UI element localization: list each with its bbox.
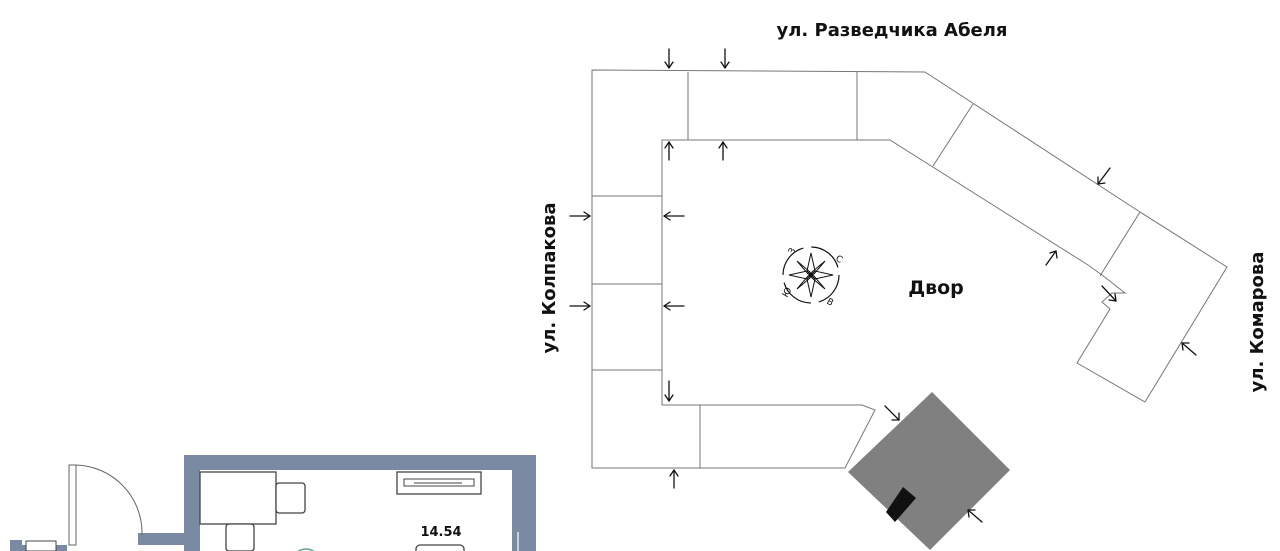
entrance-arrows (569, 48, 1197, 523)
cabinet-icon (25, 540, 57, 551)
apartment-wall-segment (10, 540, 22, 551)
apartment-plan: 14.54 (10, 455, 536, 551)
compass-south: Ю (781, 286, 795, 300)
apartment-walls (184, 455, 536, 551)
entrance-arrow (664, 48, 674, 69)
compass-east: В (825, 297, 835, 309)
tv-cabinet-icon (396, 471, 482, 495)
entrance-arrow (569, 301, 591, 311)
compass: С В Ю З (781, 246, 844, 308)
entrance-arrow (1181, 342, 1197, 356)
compass-north: С (834, 254, 844, 266)
entrance-arrow (1101, 285, 1117, 302)
section-divider (932, 103, 974, 167)
entrance-arrow (669, 469, 679, 489)
section-divider (1099, 211, 1141, 277)
entrance-door (68, 464, 143, 546)
compass-rose-icon (788, 252, 834, 298)
compass-west: З (787, 246, 799, 256)
street-label-left: ул. Колпакова (539, 203, 560, 354)
desk-icon (199, 471, 306, 551)
entrance-arrow (718, 141, 728, 161)
bed-icon (415, 544, 465, 551)
entrance-arrow (720, 48, 730, 69)
entrance-arrow (664, 141, 674, 161)
highlighted-building-marker (886, 487, 916, 522)
street-label-right: ул. Комарова (1247, 252, 1268, 393)
street-label-top: ул. Разведчика Абеля (776, 20, 1007, 41)
compass-ring (782, 246, 840, 304)
apartment-wall-segment (138, 533, 184, 545)
entrance-arrow (884, 405, 900, 421)
entrance-arrow (967, 509, 983, 523)
entrance-arrow (663, 211, 685, 221)
entrance-arrow (663, 301, 685, 311)
apartment-area-label: 14.54 (420, 525, 461, 540)
entrance-arrow (1045, 250, 1058, 266)
building-complex (591, 69, 1228, 469)
entrance-arrow (664, 380, 674, 402)
building-outline (591, 69, 1228, 469)
entrance-arrow (569, 211, 591, 221)
yard-label: Двор (908, 277, 964, 299)
entrance-arrow (1097, 167, 1111, 185)
